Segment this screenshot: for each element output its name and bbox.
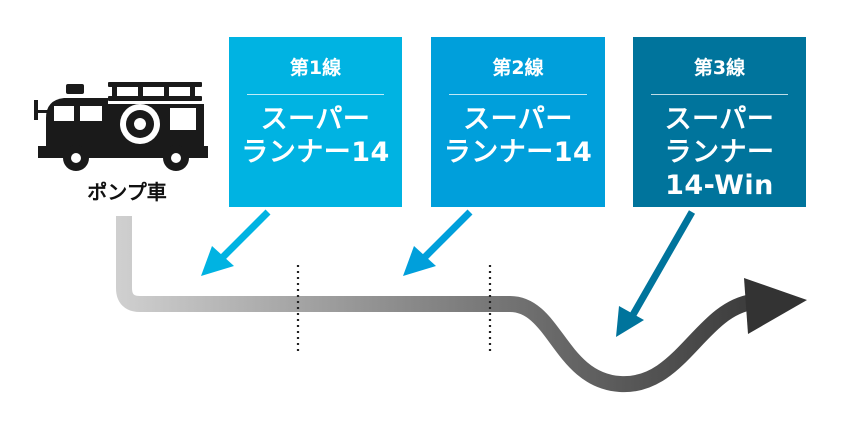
- line-2-hose-name-part: スーパー: [463, 104, 573, 135]
- line-3-hose-name-part: スーパー: [664, 104, 775, 135]
- line-2-box: 第2線 スーパー ランナー14: [431, 37, 605, 207]
- pointer-arrow-1: [201, 209, 271, 276]
- line-1-divider: [247, 94, 384, 95]
- line-3-hose-name-part: ランナー: [664, 137, 775, 168]
- line-3-hose-name-part: 14-Win: [665, 170, 774, 201]
- line-3-box: 第3線 スーパー ランナー 14-Win: [633, 37, 806, 207]
- line-2-hose-name-part: ランナー14: [443, 137, 593, 168]
- line-2-hose-name: スーパー ランナー14: [431, 103, 605, 169]
- pointer-arrow-3: [616, 210, 696, 337]
- vehicle-label: ポンプ車: [87, 180, 167, 204]
- pump-truck-icon: [34, 82, 208, 171]
- hose-arrowhead: [744, 278, 807, 334]
- line-1-label: 第1線: [289, 57, 342, 79]
- line-1-hose-name: スーパー ランナー14: [229, 103, 402, 169]
- line-1-hose-name-part: スーパー: [260, 104, 371, 135]
- line-2-divider: [449, 94, 587, 95]
- hose-path: [116, 216, 754, 393]
- line-1-hose-name-part: ランナー14: [241, 137, 390, 168]
- line-1-box: 第1線 スーパー ランナー14: [229, 37, 402, 207]
- line-3-hose-name: スーパー ランナー 14-Win: [633, 103, 806, 202]
- line-3-label: 第3線: [693, 57, 746, 79]
- line-3-divider: [651, 94, 788, 95]
- line-2-label: 第2線: [492, 57, 544, 79]
- pointer-arrow-2: [403, 209, 473, 276]
